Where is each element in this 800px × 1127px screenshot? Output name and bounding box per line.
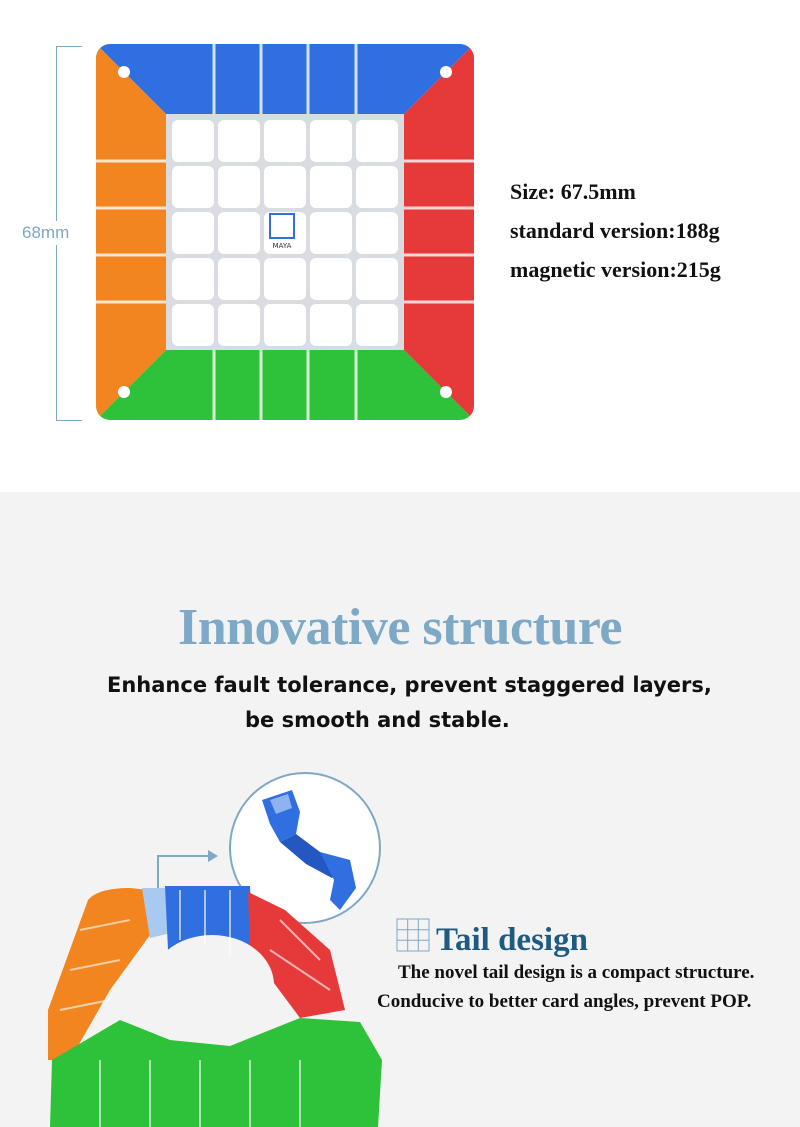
cube-structure-illustration [48,772,382,1127]
product-dimensions-panel: 68mm [0,0,800,492]
section-subtitle-line-1: Enhance fault tolerance, prevent stagger… [107,673,712,697]
tail-design-line-2: Conducive to better card angles, prevent… [377,991,752,1012]
structure-section-background [0,492,800,1127]
section-subtitle-line-2: be smooth and stable. [245,708,510,732]
tail-design-line-1: The novel tail design is a compact struc… [398,962,755,983]
grid-icon [396,918,430,952]
spec-magnetic-weight: magnetic version:215g [510,257,721,282]
spec-standard-weight: standard version:188g [510,218,720,243]
cube-cross-section [48,886,382,1127]
dimension-tick-top [56,46,82,47]
tail-piece-closeup [262,790,356,910]
arrow-head-icon [208,850,218,862]
section-title: Innovative structure [177,599,623,656]
dimension-tick-bottom [56,420,82,421]
dimension-label: 68mm [22,221,70,245]
tail-design-title: Tail design [436,922,588,958]
cube-logo-text: MAYA [273,242,292,250]
specs-block: Size: 67.5mm standard version:188g magne… [510,172,721,289]
spec-size: Size: 67.5mm [510,179,636,204]
cube-top-view-image: MAYA [96,44,474,420]
